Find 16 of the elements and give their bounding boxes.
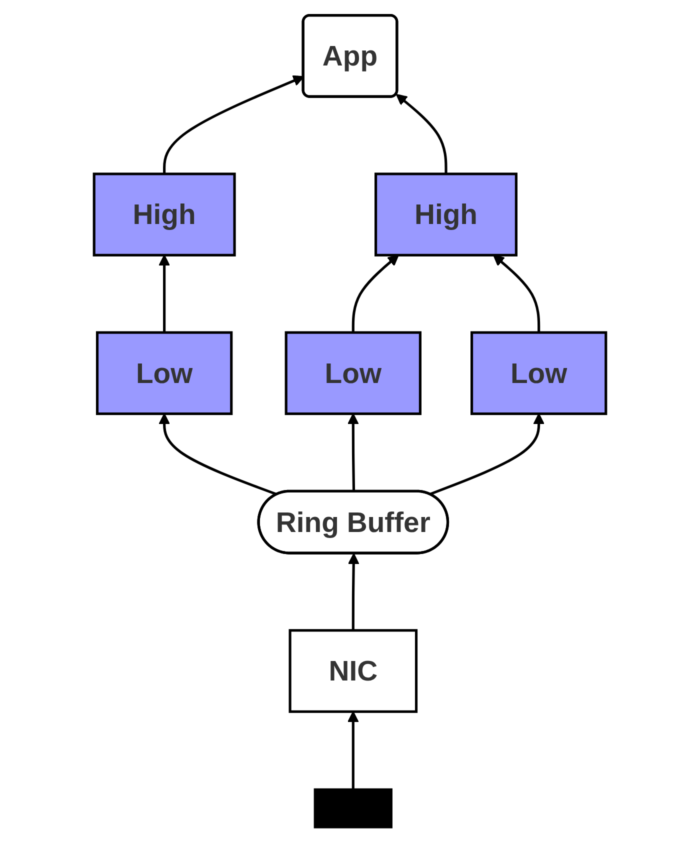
arrow: [352, 254, 399, 333]
arrow: [429, 413, 544, 496]
node-box: Low: [284, 331, 422, 416]
arrow: [396, 94, 448, 174]
arrow: [493, 254, 540, 333]
arrow: [347, 711, 359, 789]
node-box: High: [374, 172, 518, 256]
node-box: Low: [470, 331, 608, 416]
arrow: [347, 413, 359, 492]
node-bar: [314, 788, 392, 828]
node-box: High: [92, 172, 236, 256]
node-box: Low: [96, 331, 233, 416]
node-box: NIC: [288, 629, 418, 713]
arrow: [158, 413, 278, 496]
arrow: [158, 254, 170, 333]
arrow: [348, 553, 360, 630]
